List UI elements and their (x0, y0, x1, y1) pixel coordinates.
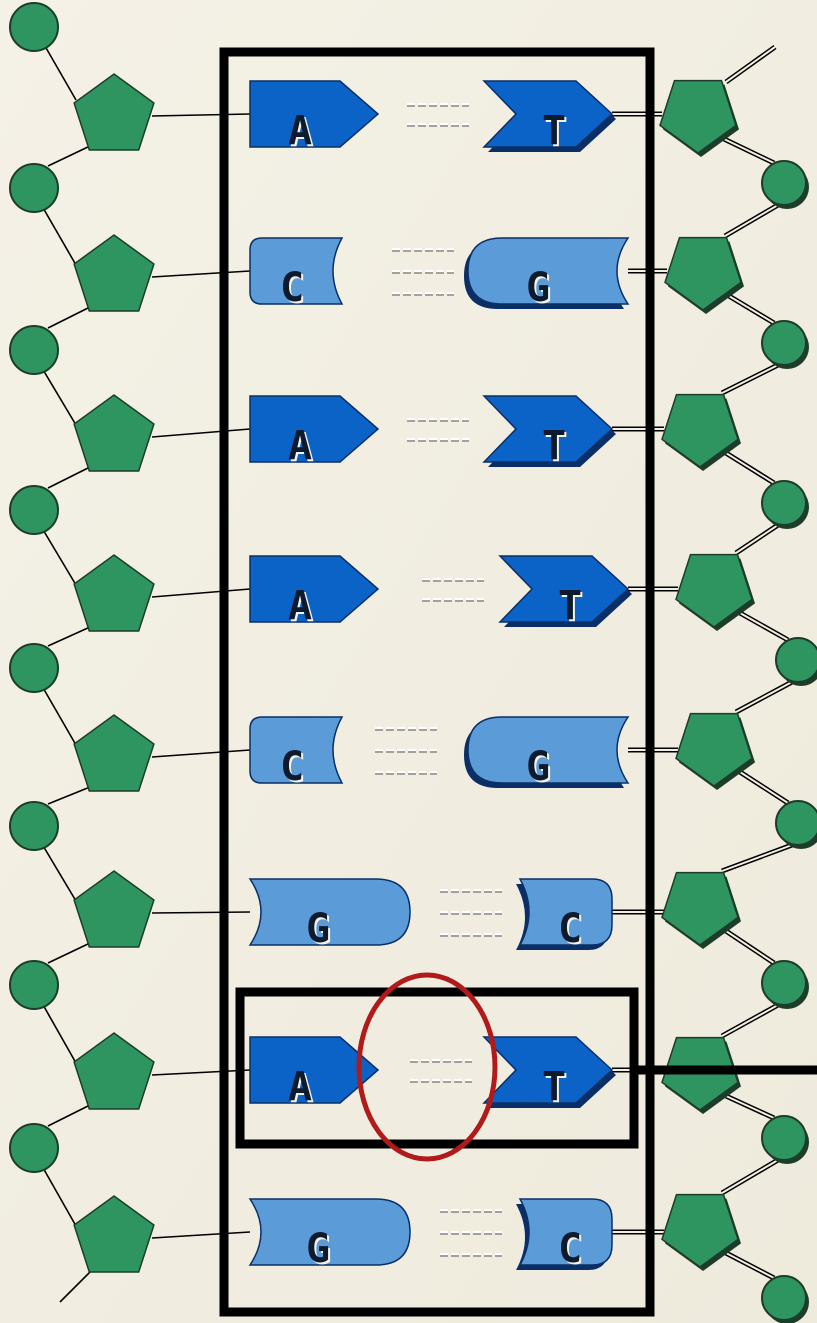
base-label-left: C (280, 265, 304, 311)
phosphate-circle (10, 164, 58, 212)
base-label-left: A (288, 108, 312, 154)
base-label-right: T (542, 1064, 566, 1110)
phosphate-circle (10, 1124, 58, 1172)
phosphate-circle (776, 801, 817, 845)
base-label-right: G (526, 744, 550, 790)
phosphate-circle (10, 961, 58, 1009)
phosphate-circle (762, 1276, 806, 1320)
phosphate-circle (10, 802, 58, 850)
base-label-right: G (526, 265, 550, 311)
base-label-left: G (306, 1226, 330, 1272)
phosphate-circle (776, 638, 817, 682)
base-label-right: T (542, 423, 566, 469)
phosphate-circle (10, 644, 58, 692)
base-label-right: T (542, 108, 566, 154)
sugar-base-bond (152, 912, 250, 913)
phosphate-circle (10, 3, 58, 51)
base-label-left: A (288, 423, 312, 469)
phosphate-circle (762, 481, 806, 525)
base-label-right: C (558, 1226, 582, 1272)
phosphate-circle (762, 961, 806, 1005)
base-label-left: A (288, 1064, 312, 1110)
phosphate-circle (10, 486, 58, 534)
phosphate-circle (762, 161, 806, 205)
base-label-right: C (558, 906, 582, 952)
phosphate-circle (10, 326, 58, 374)
base-label-left: G (306, 906, 330, 952)
base-label-left: A (288, 583, 312, 629)
phosphate-circle (762, 1116, 806, 1160)
base-label-right: T (558, 583, 582, 629)
base-label-left: C (280, 744, 304, 790)
phosphate-circle (762, 321, 806, 365)
